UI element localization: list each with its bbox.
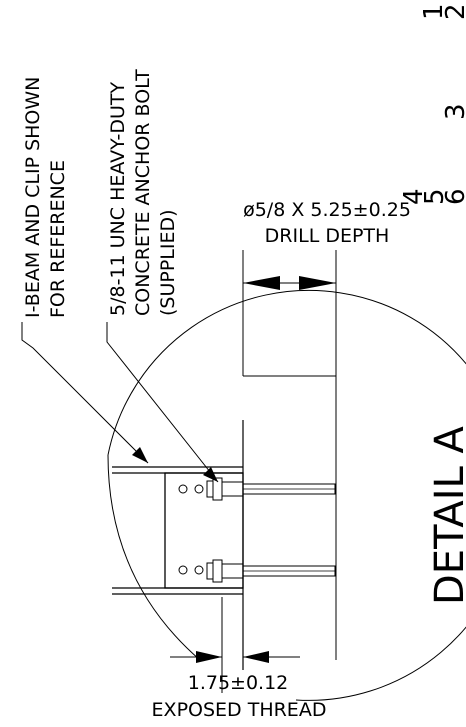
- drill-dimension-label: DRILL DEPTH: [265, 225, 390, 247]
- anchor-note-line3: (SUPPLIED): [157, 209, 179, 316]
- edge-number-6: 6: [441, 188, 466, 205]
- anchor-bolt-top: [206, 477, 336, 501]
- ibeam-leader: [21, 322, 149, 464]
- ibeam-note-line2: FOR REFERENCE: [47, 160, 69, 318]
- anchor-note: 5/8-11 UNC HEAVY-DUTY CONCRETE ANCHOR BO…: [107, 69, 179, 316]
- edge-number-4: 4: [399, 188, 429, 205]
- ibeam-note-line1: I-BEAM AND CLIP SHOWN: [22, 77, 44, 318]
- edge-number-5: 5: [420, 188, 450, 205]
- thread-dimension-value: 1.75±0.12: [188, 672, 289, 694]
- drill-depth-dimension: [242, 250, 337, 376]
- detail-circle: [107, 289, 466, 701]
- anchor-bolt-bottom: [206, 559, 336, 583]
- drill-hole-outline: [243, 375, 337, 660]
- detail-title: DETAIL A: [427, 425, 466, 605]
- drill-dimension-value: ø5/8 X 5.25±0.25: [243, 199, 411, 221]
- edge-number-1: 1: [419, 3, 449, 20]
- ibeam-note: I-BEAM AND CLIP SHOWN FOR REFERENCE: [22, 77, 69, 318]
- edge-number-3: 3: [441, 103, 466, 120]
- anchor-note-line2: CONCRETE ANCHOR BOLT: [132, 69, 154, 316]
- edge-number-2: 2: [441, 3, 466, 20]
- edge-numbers: 1 2 3 4 5 6: [399, 3, 466, 205]
- clip-plate: [164, 472, 244, 589]
- anchor-note-line1: 5/8-11 UNC HEAVY-DUTY: [107, 82, 129, 316]
- thread-dimension-label: EXPOSED THREAD: [152, 699, 327, 721]
- exposed-thread-dimension: [170, 597, 300, 693]
- ibeam-flange: [112, 466, 243, 595]
- anchor-leader: [106, 322, 219, 483]
